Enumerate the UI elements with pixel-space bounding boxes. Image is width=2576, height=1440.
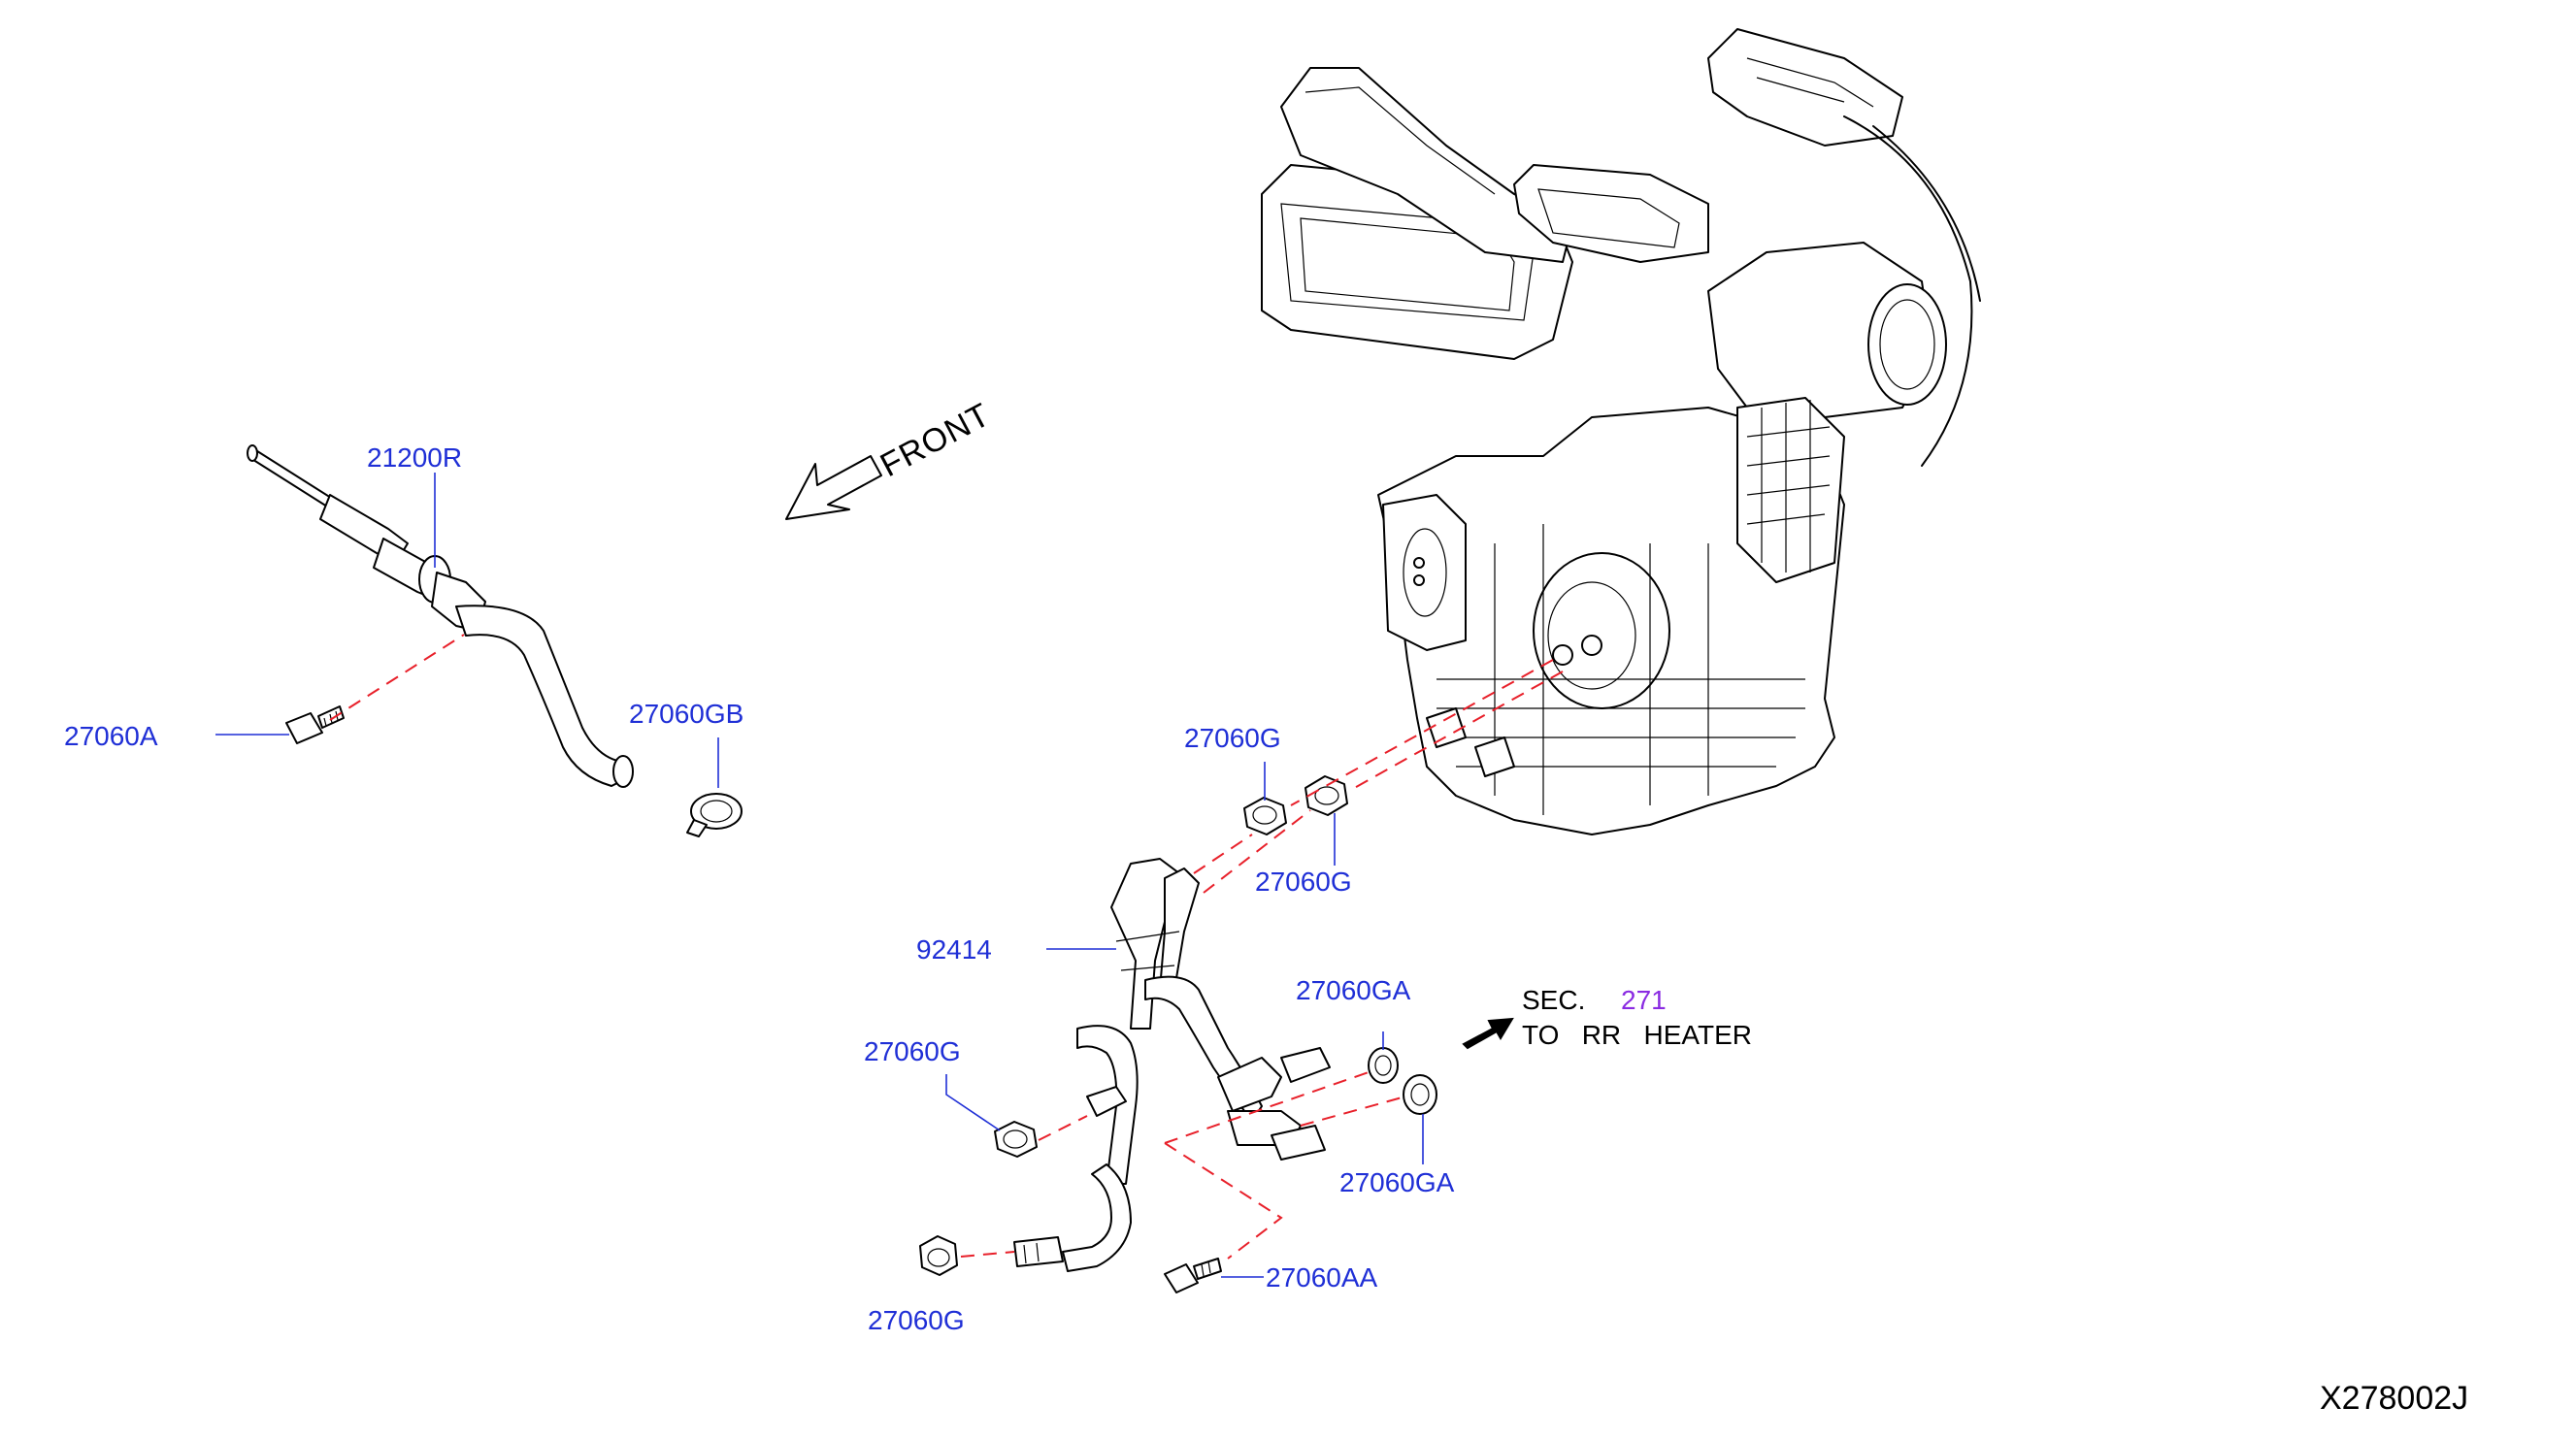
section-reference: SEC. 271 TO RR HEATER [1522, 985, 1752, 1050]
label-92414: 92414 [916, 934, 992, 965]
part-27060GA-clamp-bottom [1403, 1074, 1437, 1115]
label-27060GB: 27060GB [629, 699, 743, 729]
label-27060GA-bottom: 27060GA [1339, 1167, 1455, 1197]
front-arrow-icon [785, 455, 882, 520]
label-27060G-mid: 27060G [1255, 867, 1352, 897]
part-27060G-clamp-bottom [919, 1235, 958, 1276]
part-27060AA-bolt [1164, 1258, 1222, 1293]
assembly-lines [329, 634, 1564, 1260]
sec-description: TO RR HEATER [1522, 1020, 1752, 1050]
part-27060G-clamp-mid [1305, 775, 1348, 816]
direction-arrow-icon [1462, 1017, 1514, 1050]
label-27060AA: 27060AA [1266, 1262, 1378, 1293]
label-27060GA-top: 27060GA [1296, 975, 1411, 1005]
label-21200R: 21200R [367, 442, 462, 473]
part-21200R-pipe [247, 444, 634, 788]
label-27060G-top: 27060G [1184, 723, 1281, 753]
heater-unit-assembly [1261, 28, 1981, 835]
part-27060GA-clamp-top [1368, 1047, 1399, 1084]
label-27060G-bottom: 27060G [868, 1305, 965, 1335]
part-92414-hose-assembly [1013, 858, 1331, 1272]
front-label: FRONT [875, 396, 997, 484]
sec-prefix: SEC. [1522, 985, 1585, 1015]
label-27060G-left: 27060G [864, 1036, 961, 1066]
leader-lines [215, 473, 1424, 1278]
part-27060G-clamp-top [1243, 797, 1287, 835]
part-27060A-bolt [285, 705, 345, 744]
label-27060A: 27060A [64, 721, 158, 751]
drawing-code: X278002J [2320, 1380, 2468, 1417]
part-27060GB-clamp [686, 793, 743, 837]
sec-number-link[interactable]: 271 [1621, 985, 1667, 1015]
part-27060G-clamp-left [994, 1121, 1038, 1158]
